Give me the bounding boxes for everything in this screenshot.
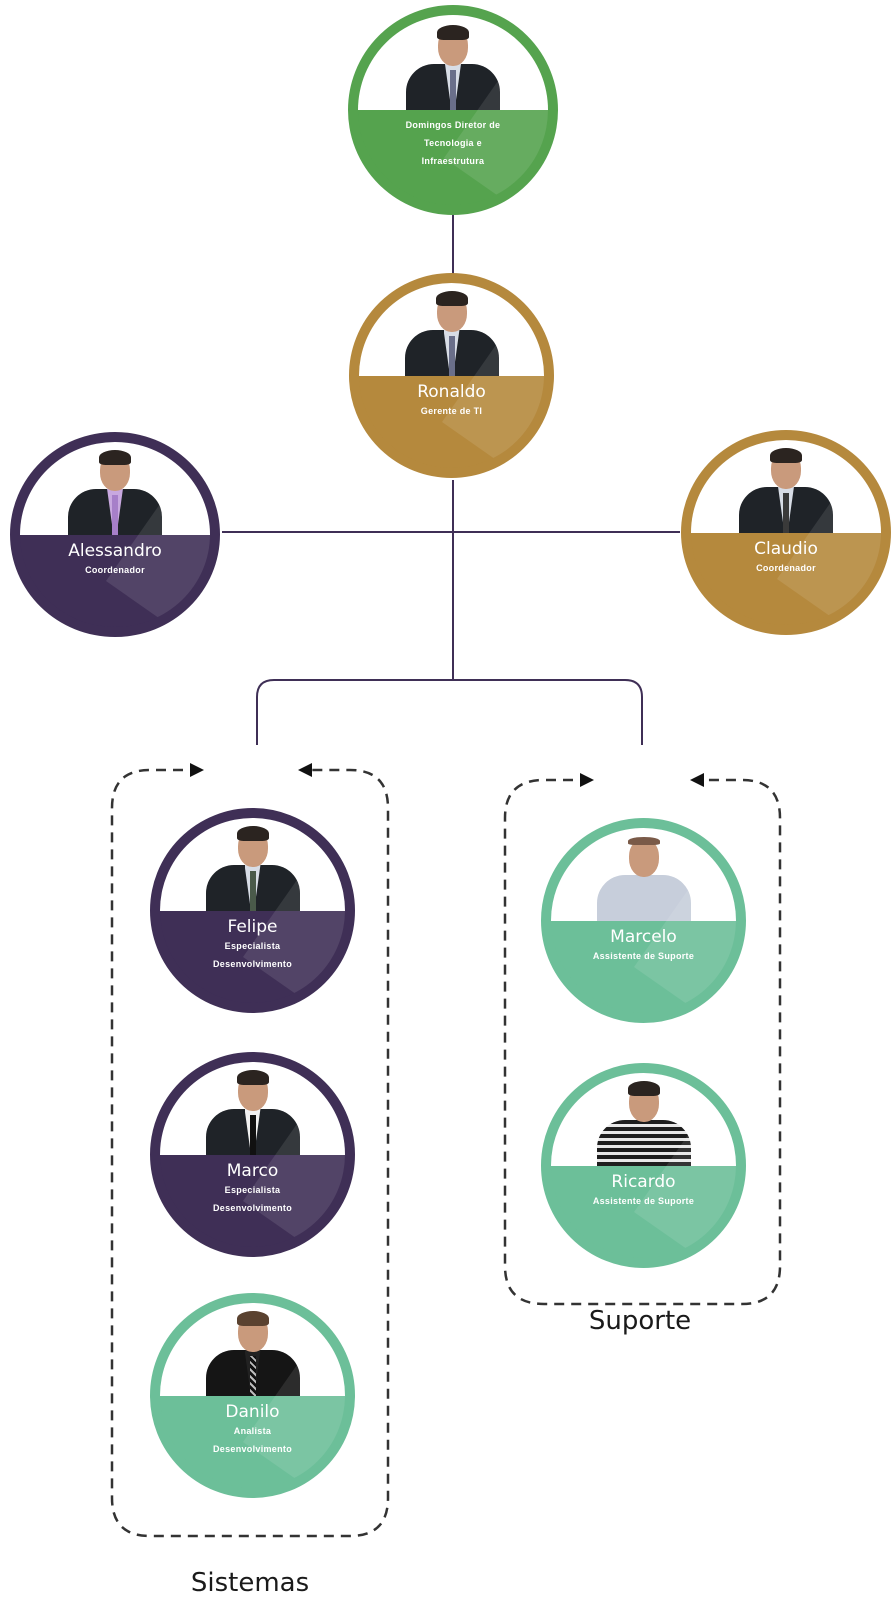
photo-alessandro (20, 442, 210, 535)
photo-felipe (160, 818, 345, 911)
node-name: Ronaldo (417, 381, 486, 402)
connector-groups (256, 679, 643, 745)
photo-domingos (358, 15, 548, 110)
node-ronaldo: Ronaldo Gerente de TI (349, 273, 554, 478)
node-domingos: Domingos Diretor de Tecnologia e Infraes… (348, 5, 558, 215)
node-role: Analista Desenvolvimento (212, 1425, 293, 1454)
node-role: Coordenador (85, 564, 145, 575)
node-role: Gerente de TI (420, 405, 483, 416)
node-name: Danilo (225, 1401, 280, 1422)
node-role: Assistente de Suporte (592, 950, 695, 961)
group-sistemas-arrow-left (190, 763, 204, 777)
node-role: Especialista Desenvolvimento (212, 1184, 293, 1213)
node-role: Especialista Desenvolvimento (212, 940, 293, 969)
node-role: Coordenador (756, 562, 816, 573)
node-name: Marco (226, 1160, 279, 1181)
group-suporte-arrow-left (580, 773, 594, 787)
node-role: Domingos Diretor de Tecnologia e Infraes… (405, 120, 501, 166)
node-ricardo: Ricardo Assistente de Suporte (541, 1063, 746, 1268)
node-name: Ricardo (611, 1171, 676, 1192)
node-claudio: Claudio Coordenador (681, 430, 891, 635)
node-name: Claudio (754, 538, 818, 559)
photo-ricardo (551, 1073, 736, 1166)
photo-ronaldo (359, 283, 544, 376)
photo-marco (160, 1062, 345, 1155)
node-role: Assistente de Suporte (592, 1195, 695, 1206)
node-name: Alessandro (68, 540, 162, 561)
group-sistemas-arrow-right (298, 763, 312, 777)
group-label-suporte: Suporte (588, 1306, 692, 1336)
node-felipe: Felipe Especialista Desenvolvimento (150, 808, 355, 1013)
photo-marcelo (551, 828, 736, 921)
node-marco: Marco Especialista Desenvolvimento (150, 1052, 355, 1257)
node-alessandro: Alessandro Coordenador (10, 432, 220, 637)
photo-danilo (160, 1303, 345, 1396)
node-name: Marcelo (610, 926, 677, 947)
group-suporte-arrow-right (690, 773, 704, 787)
node-name: Felipe (227, 916, 278, 937)
photo-claudio (691, 440, 881, 533)
node-marcelo: Marcelo Assistente de Suporte (541, 818, 746, 1023)
group-sistemas-border (110, 768, 390, 1538)
node-danilo: Danilo Analista Desenvolvimento (150, 1293, 355, 1498)
group-suporte-border (503, 778, 782, 1306)
group-label-sistemas: Sistemas (190, 1568, 310, 1598)
